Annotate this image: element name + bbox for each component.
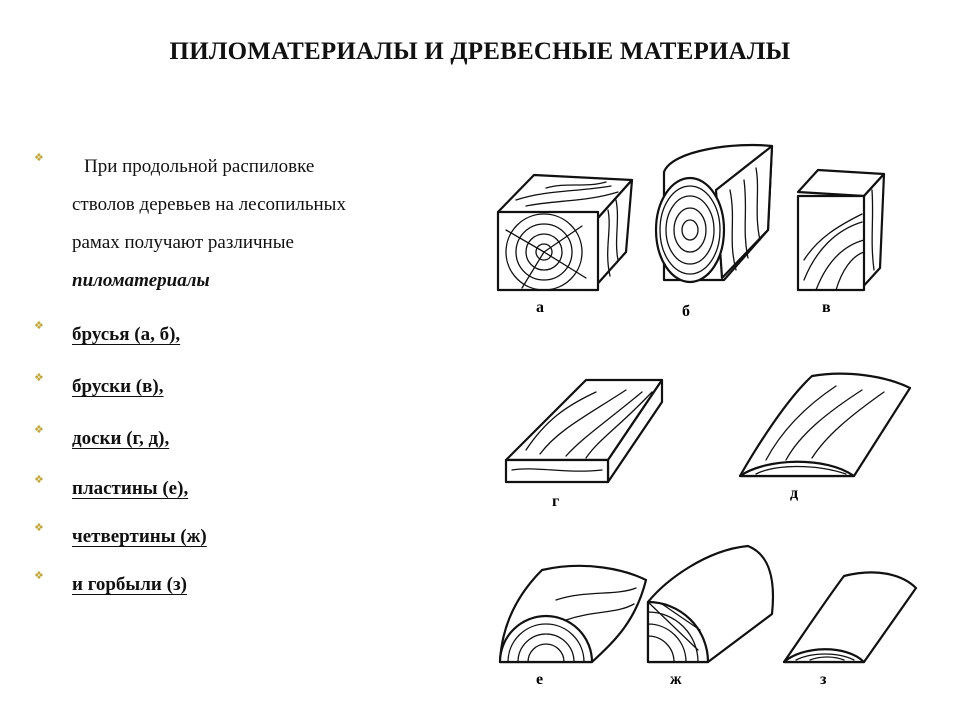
page-title: ПИЛОМАТЕРИАЛЫ И ДРЕВЕСНЫЕ МАТЕРИАЛЫ [169,38,791,65]
figure-label-e: е [536,671,543,688]
bullet-marker-icon: ❖ [34,473,44,486]
figure-e-slab: е [498,564,648,688]
bullet-marker-icon: ❖ [34,371,44,384]
figure-label-d: д [790,485,798,502]
bullet-marker-icon: ❖ [34,569,44,582]
figure-b-beam: б [654,143,774,320]
list-item: ❖ и горбыли (з) [34,566,187,603]
lumber-illustration: а б в г [496,143,918,688]
list-item-text: и горбыли (з) [72,574,187,595]
list-item-text: пластины (е), [72,478,189,499]
intro-paragraph: ❖ При продольной распиловке стволов дере… [34,148,452,300]
list-item: ❖ четвертины (ж) [34,518,207,555]
figure-g-board: г [504,378,664,510]
figure-a-beam: а [496,173,634,316]
list-item-text: брусья (а, б), [72,324,181,345]
list-item: ❖ пластины (е), [34,470,188,507]
intro-line: стволов деревьев на лесопильных [72,194,346,215]
bullet-marker-icon: ❖ [34,423,44,436]
figure-label-g: г [552,493,559,510]
bullet-marker-icon: ❖ [34,151,44,164]
intro-emphasis: пиломатериалы [72,270,210,291]
bullet-marker-icon: ❖ [34,521,44,534]
figure-label-v: в [822,299,831,316]
figure-v-bar: в [796,168,886,316]
list-item-text: бруски (в), [72,376,164,397]
figure-label-z: з [820,671,827,688]
figure-label-a: а [536,299,544,316]
list-item-text: четвертины (ж) [72,526,207,547]
figure-zh-quarter: ж [646,544,775,688]
bullet-marker-icon: ❖ [34,319,44,332]
intro-line: При продольной распиловке [84,156,315,177]
list-item: ❖ бруски (в), [34,368,163,405]
figure-label-b: б [682,303,690,320]
figure-d-board: д [738,372,912,502]
lumber-figures: а б в г [486,130,926,700]
list-item-text: доски (г, д), [72,428,170,449]
list-item: ❖ доски (г, д), [34,420,169,457]
figure-z-slab: з [782,571,918,688]
figure-label-zh: ж [670,671,682,688]
list-item: ❖ брусья (а, б), [34,316,180,353]
intro-line: рамах получают различные [72,232,294,253]
